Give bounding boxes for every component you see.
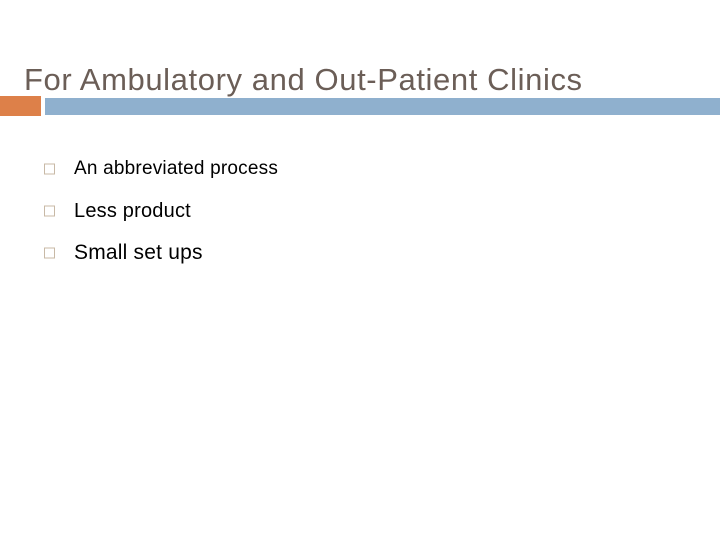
list-item-label: Small set ups bbox=[74, 241, 203, 264]
open-square-bullet-icon bbox=[44, 205, 55, 217]
bullet-list: An abbreviated process Less product Smal… bbox=[44, 148, 684, 274]
list-item: Less product bbox=[44, 190, 684, 232]
title-accent-rule bbox=[0, 96, 720, 116]
list-item-label: An abbreviated process bbox=[74, 158, 279, 179]
list-item: An abbreviated process bbox=[44, 148, 684, 190]
list-item-label: Less product bbox=[74, 199, 191, 222]
open-square-bullet-icon bbox=[44, 163, 55, 175]
open-square-bullet-icon bbox=[44, 247, 55, 259]
list-item: Small set ups bbox=[44, 232, 684, 274]
accent-bar-blue bbox=[45, 98, 720, 115]
page-title: For Ambulatory and Out-Patient Clinics bbox=[24, 61, 583, 97]
accent-bar-orange bbox=[0, 96, 41, 116]
